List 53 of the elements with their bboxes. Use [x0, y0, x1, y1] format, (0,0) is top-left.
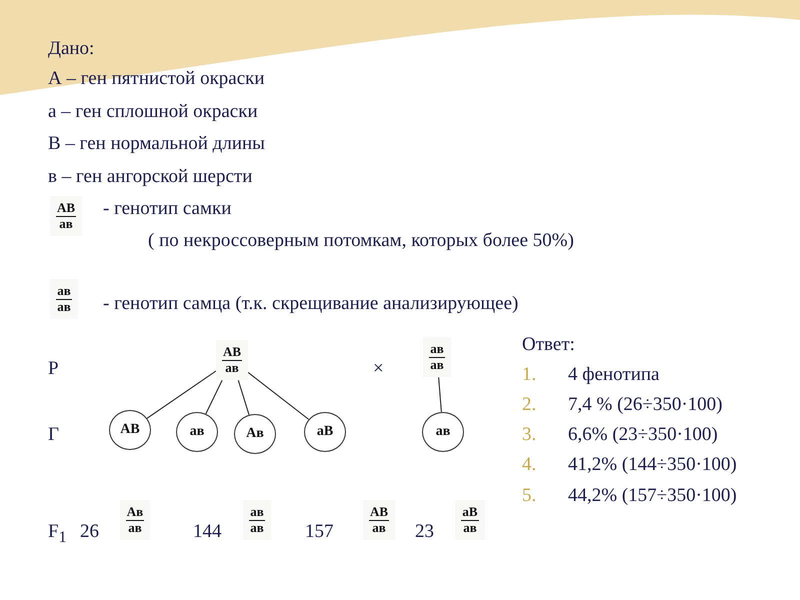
connector-line — [238, 380, 250, 416]
text-label: 26 — [80, 521, 99, 543]
fraction-numerator: Ав — [126, 504, 144, 521]
gamete-circle: АВ — [109, 410, 151, 450]
text-label: Ответ: — [522, 334, 575, 356]
list-number: 5. — [522, 485, 536, 507]
fraction-denominator: ав — [430, 358, 444, 372]
text-label: 4 фенотипа — [568, 364, 660, 386]
fraction-numerator: АВ — [368, 504, 390, 521]
connector-line — [146, 370, 216, 419]
list-number: 4. — [522, 454, 536, 476]
text-label: 41,2% (144÷350·100) — [568, 454, 737, 476]
fraction-denominator: ав — [128, 521, 142, 536]
text-label: В – ген нормальной длины — [48, 133, 265, 155]
list-number: 3. — [522, 424, 536, 446]
gamete-circle: ав — [176, 412, 218, 452]
text-label: Дано: — [48, 38, 94, 60]
text-label: 6,6% (23÷350·100) — [568, 424, 718, 446]
fraction-numerator: ав — [429, 342, 445, 358]
connector-line — [438, 376, 442, 413]
list-number: 1. — [522, 364, 536, 386]
fraction-denominator: ав — [250, 521, 264, 536]
text-label: а – ген сплошной окраски — [48, 101, 258, 123]
fraction-numerator: ав — [249, 504, 265, 521]
text-label: - генотип самки — [103, 198, 232, 220]
text-label: 7,4 % (26÷350·100) — [568, 394, 722, 416]
gamete-circle: аВ — [304, 412, 346, 452]
fraction-numerator: АВ — [222, 344, 242, 361]
text-label: А – ген пятнистой окраски — [48, 68, 265, 90]
fraction-denominator: ав — [225, 361, 239, 376]
cross-sign: × — [373, 358, 384, 380]
fraction-denominator: ав — [59, 217, 73, 232]
fraction-numerator: АВ — [56, 200, 76, 217]
gamete-circle: Ав — [234, 414, 276, 454]
text-label: - генотип самца (т.к. скрещивание анализирующее) — [103, 293, 518, 315]
fraction-numerator: аВ — [461, 504, 479, 521]
text-label: F$_{1}$ — [48, 521, 66, 547]
text-label: 44,2% (157÷350·100) — [568, 485, 737, 507]
text-label: Г — [48, 424, 59, 446]
connector-line — [248, 372, 310, 420]
text-label: 144 — [193, 521, 222, 543]
connector-line — [205, 380, 223, 414]
gamete-circle: ав — [422, 412, 464, 452]
fraction-denominator: ав — [372, 521, 386, 536]
text-label: в – ген ангорской шерсти — [48, 166, 252, 188]
text-label: ( по некроссоверным потомкам, которых более 50%) — [148, 230, 574, 252]
fraction-numerator: ав — [56, 284, 72, 300]
list-number: 2. — [522, 394, 536, 416]
text-label: 23 — [415, 521, 434, 543]
fraction-denominator: ав — [463, 521, 477, 536]
text-label: Р — [48, 358, 59, 380]
fraction-denominator: ав — [57, 300, 71, 314]
text-label: 157 — [305, 521, 334, 543]
